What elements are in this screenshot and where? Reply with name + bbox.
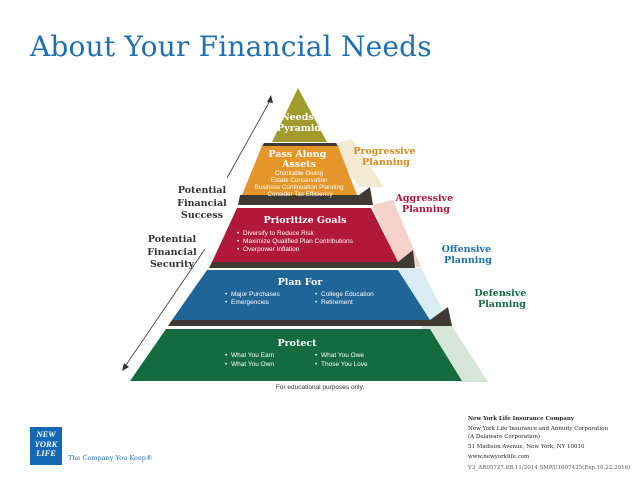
pass-along-item: Business Continuation Planning: [255, 184, 344, 191]
prioritize-tier: [212, 208, 398, 262]
protect-title: Protect: [277, 338, 317, 349]
plan-for-item: Emergencies: [231, 299, 270, 306]
progressive-shadow: [331, 139, 384, 187]
plan-for-item: College Education: [321, 291, 374, 298]
pass-along-title: Pass Along Assets: [268, 149, 329, 170]
company-logo[interactable]: NEW YORK LIFE: [30, 427, 62, 465]
document-code: V3_AR05727.8B.11/2014 SMRU1607425(Exp.10…: [468, 465, 631, 471]
prioritize-step: [209, 250, 415, 268]
protect-item: What You Owe: [321, 352, 364, 359]
success-label: Potential Financial Success: [177, 185, 227, 221]
pass-along-item: Estate Conservation: [271, 177, 328, 184]
plan-for-item: Major Purchases: [231, 291, 281, 298]
tagline: The Company You Keep®: [68, 454, 153, 462]
aggressive-planning-label: Aggressive: [395, 193, 454, 204]
svg-text:Charitable Giving Estate C: Charitable Giving Estate Conservation Bu…: [255, 170, 346, 198]
pass-along-item: Charitable Giving: [275, 170, 324, 177]
offensive-shadow: [399, 268, 448, 320]
security-arrow: [123, 248, 206, 369]
company-info: New York Life Insurance Company New York…: [468, 415, 633, 472]
offensive-planning-label: Offensive: [442, 244, 492, 255]
footnote: For educational purposes only.: [275, 384, 365, 391]
company-name: New York Life Insurance Company: [468, 416, 575, 422]
protect-item: What You Earn: [231, 352, 275, 359]
plan-for-title: Plan For: [278, 277, 324, 288]
svg-text:Defensive Planning: Defensive Planning: [474, 288, 529, 310]
protect-tier: [130, 329, 462, 381]
pass-along-step: [238, 187, 373, 205]
prioritize-item: Maximize Qualified Plan Contributions: [243, 238, 354, 245]
success-arrow: [226, 98, 272, 179]
offensive-planning-label: Planning: [444, 255, 492, 266]
company-address: 51 Madison Avenue, New York, NY 10010: [468, 444, 585, 450]
defensive-planning-label: Planning: [478, 299, 526, 310]
prioritize-title: Prioritize Goals: [263, 215, 346, 226]
defensive-planning-label: Defensive: [474, 288, 526, 299]
apex-label: Needs Pyramid: [277, 112, 321, 134]
page-title: About Your Financial Needs: [30, 30, 432, 63]
plan-for-step: [168, 307, 452, 326]
success-arrow-head: [267, 95, 273, 103]
company-line: (A Delaware Corporation): [468, 434, 541, 440]
svg-text:Diversify to Reduce Risk M: Diversify to Reduce Risk Maximize Qualif…: [243, 230, 355, 253]
protect-item: Those You Love: [321, 361, 368, 368]
company-line: New York Life Insurance and Annuity Corp…: [468, 426, 608, 432]
prioritize-item: Diversify to Reduce Risk: [243, 230, 315, 237]
svg-text:•• What You Earn What: •• What You Earn What You Own •• What Yo…: [225, 352, 368, 368]
plan-for-tier: [172, 270, 430, 320]
aggressive-planning-label: Planning: [402, 204, 450, 215]
pass-along-item: Consider Tax Efficiency: [267, 191, 333, 198]
company-website[interactable]: www.newyorklife.com: [468, 454, 530, 460]
svg-text:Aggressive Planning: Aggressive Planning: [395, 193, 457, 215]
prioritize-item: Overpower Inflation: [243, 246, 300, 253]
progressive-planning-label: Planning: [362, 157, 410, 168]
security-arrow-head: [122, 363, 129, 371]
protect-item: What You Own: [231, 361, 274, 368]
plan-for-item: Retirement: [321, 299, 353, 306]
aggressive-shadow: [372, 200, 421, 267]
svg-text:Offensive Planning: Offensive Planning: [442, 244, 495, 266]
defensive-shadow: [418, 320, 488, 382]
pass-along-tier: [240, 146, 359, 200]
svg-text:•• Major Purchases Eme: •• Major Purchases Emergencies •• Colleg…: [225, 291, 376, 306]
svg-text:Progressive Planning: Progressive Planning: [353, 146, 418, 168]
apex-tier: [272, 88, 327, 142]
progressive-planning-label: Progressive: [353, 146, 415, 157]
svg-text:•••: •••: [237, 230, 240, 253]
security-label: Potential Financial Security: [147, 234, 197, 270]
